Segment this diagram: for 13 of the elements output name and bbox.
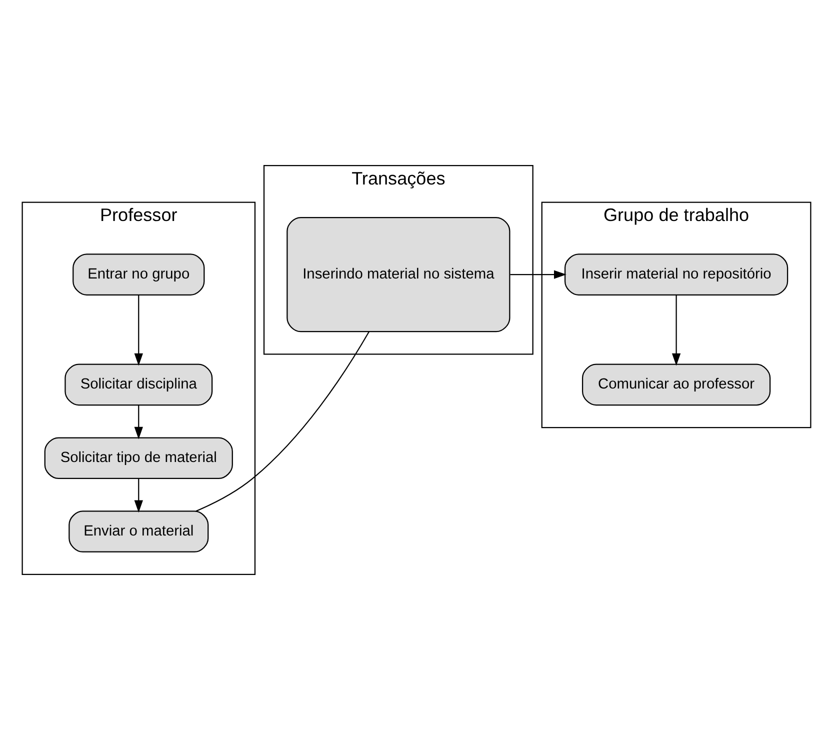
node-box: Solicitar tipo de material (44, 437, 233, 479)
node-box: Inserindo material no sistema (286, 216, 510, 332)
connector (196, 331, 370, 512)
node-box: Enviar o material (68, 510, 209, 552)
arrow (134, 478, 143, 513)
node-box: Inserir material no repositório (564, 254, 788, 296)
node-box: Entrar no grupo (72, 254, 205, 296)
arrow (134, 405, 143, 440)
arrow (672, 294, 681, 366)
node-box: Comunicar ao professor (582, 364, 771, 406)
arrow (510, 270, 566, 279)
arrow (134, 294, 143, 366)
node-box: Solicitar disciplina (64, 364, 213, 406)
